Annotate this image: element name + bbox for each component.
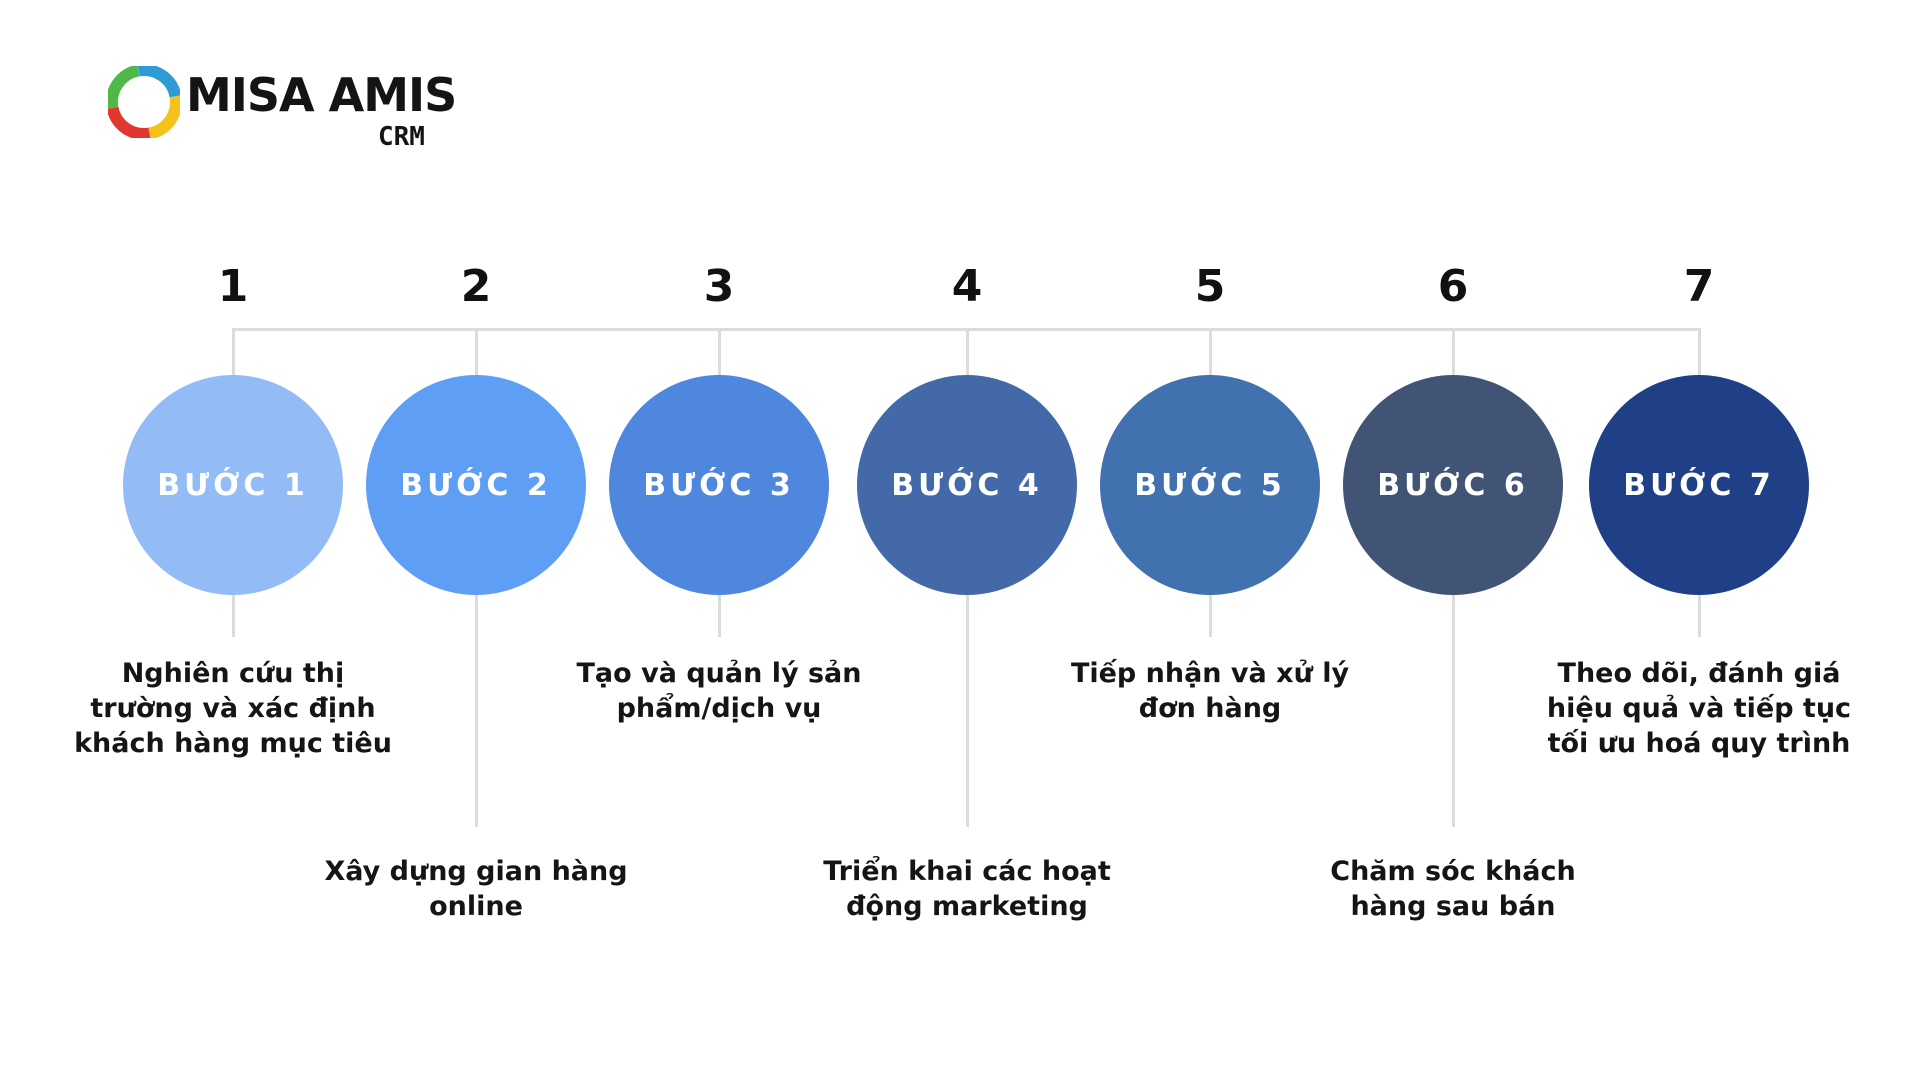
step-connector-bottom bbox=[1452, 595, 1455, 827]
step-connector-top bbox=[1698, 328, 1701, 375]
step-connector-top bbox=[718, 328, 721, 375]
step-number: 4 bbox=[951, 261, 983, 312]
step-circle: BƯỚC 1 bbox=[123, 375, 343, 595]
step-connector-bottom bbox=[232, 595, 235, 637]
brand-name: MISA AMIS bbox=[186, 68, 457, 122]
step-number: 6 bbox=[1437, 261, 1469, 312]
step-connector-top bbox=[1452, 328, 1455, 375]
step-description: Triển khai các hoạt động marketing bbox=[823, 856, 1111, 922]
step-number: 7 bbox=[1683, 261, 1715, 312]
step-label: BƯỚC 7 bbox=[1623, 467, 1775, 503]
step-description: Theo dõi, đánh giá hiệu quả và tiếp tục … bbox=[1546, 658, 1852, 759]
step-description: Tạo và quản lý sản phẩm/dịch vụ bbox=[576, 658, 862, 724]
step-connector-bottom bbox=[475, 595, 478, 827]
step-connector-top bbox=[966, 328, 969, 375]
step-label: BƯỚC 1 bbox=[157, 467, 309, 503]
step-connector-top bbox=[1209, 328, 1212, 375]
step-description: Tiếp nhận và xử lý đơn hàng bbox=[1070, 658, 1350, 724]
brand-logo: MISA AMIS CRM bbox=[108, 62, 457, 162]
step-circle: BƯỚC 6 bbox=[1343, 375, 1563, 595]
step-connector-bottom bbox=[1698, 595, 1701, 637]
step-number: 3 bbox=[703, 261, 735, 312]
step-description: Nghiên cứu thị trường và xác định khách … bbox=[74, 658, 392, 759]
step-circle: BƯỚC 4 bbox=[857, 375, 1077, 595]
step-label: BƯỚC 3 bbox=[643, 467, 795, 503]
step-description: Xây dựng gian hàng online bbox=[324, 856, 628, 922]
step-label: BƯỚC 2 bbox=[400, 467, 552, 503]
misa-logo-icon bbox=[108, 66, 180, 138]
step-circle: BƯỚC 5 bbox=[1100, 375, 1320, 595]
step-label: BƯỚC 6 bbox=[1377, 467, 1529, 503]
step-number: 5 bbox=[1194, 261, 1226, 312]
step-description: Chăm sóc khách hàng sau bán bbox=[1330, 856, 1576, 922]
step-number: 1 bbox=[217, 261, 249, 312]
step-circle: BƯỚC 3 bbox=[609, 375, 829, 595]
step-label: BƯỚC 5 bbox=[1134, 467, 1286, 503]
step-connector-bottom bbox=[966, 595, 969, 827]
step-label: BƯỚC 4 bbox=[891, 467, 1043, 503]
step-circle: BƯỚC 2 bbox=[366, 375, 586, 595]
step-connector-bottom bbox=[1209, 595, 1212, 637]
step-circle: BƯỚC 7 bbox=[1589, 375, 1809, 595]
step-connector-top bbox=[475, 328, 478, 375]
step-connector-top bbox=[232, 328, 235, 375]
step-connector-bottom bbox=[718, 595, 721, 637]
brand-product: CRM bbox=[378, 122, 425, 152]
step-number: 2 bbox=[460, 261, 492, 312]
